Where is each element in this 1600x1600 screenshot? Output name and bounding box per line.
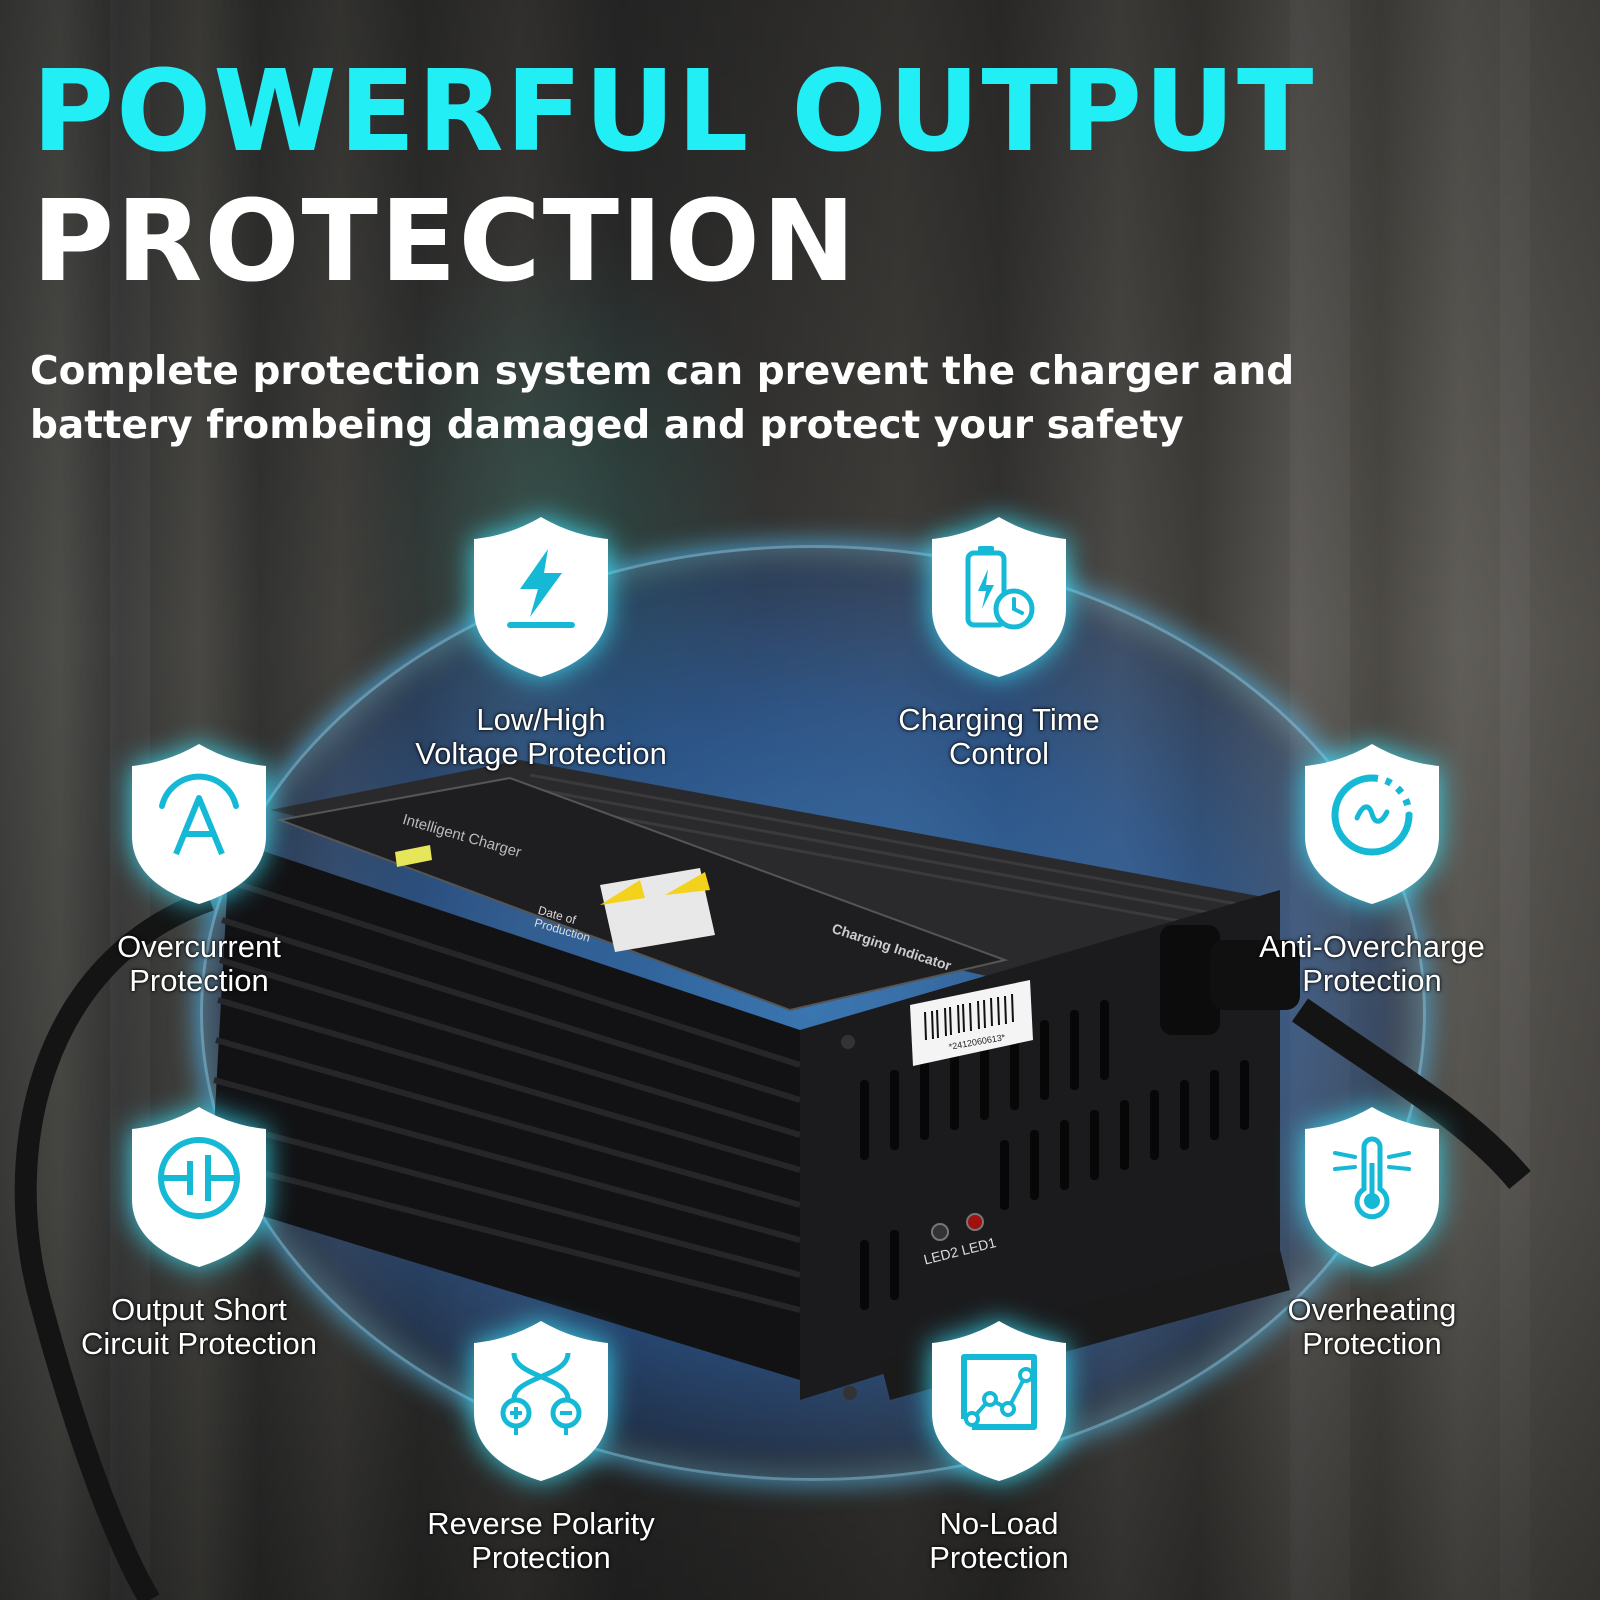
power-cable	[14, 889, 214, 1600]
shield	[1301, 1103, 1443, 1271]
shield	[1301, 740, 1443, 908]
feature-reverse-polarity: Reverse Polarity Protection	[391, 1317, 691, 1575]
cert-sticker	[395, 845, 432, 867]
background-beam	[1500, 0, 1530, 1600]
warning-triangle	[600, 880, 645, 905]
shield	[928, 513, 1070, 681]
feature-overheating: Overheating Protection	[1222, 1103, 1522, 1361]
short-circuit-icon	[158, 1137, 240, 1219]
shield	[470, 1317, 612, 1485]
charger-side	[210, 840, 800, 1380]
feature-output-short-circuit: Output Short Circuit Protection	[49, 1103, 349, 1361]
headline-line2: PROTECTION	[32, 177, 858, 307]
headline-line1: POWERFUL OUTPUT	[32, 47, 1316, 177]
anti-overcharge-icon	[1331, 774, 1413, 856]
feature-label: Low/High Voltage Protection	[415, 702, 667, 771]
protection-glow-ring	[200, 545, 1426, 1481]
vent-slots	[860, 1000, 1249, 1310]
shield	[128, 1103, 270, 1271]
feature-label: Anti-Overcharge Protection	[1259, 929, 1485, 998]
thermometer-icon	[1333, 1136, 1411, 1220]
lightning-icon	[507, 549, 575, 628]
shield	[470, 513, 612, 681]
screw	[843, 1386, 857, 1400]
top-fins	[529, 773, 1271, 936]
subtitle: Complete protection system can prevent t…	[30, 349, 1295, 448]
ampere-icon	[159, 773, 239, 856]
warning-triangle	[665, 872, 710, 895]
feature-low-high-voltage: Low/High Voltage Protection	[391, 513, 691, 771]
feature-anti-overcharge: Anti-Overcharge Protection	[1222, 740, 1522, 998]
shield	[128, 740, 270, 908]
led1	[966, 1213, 984, 1231]
output-cable	[1291, 998, 1531, 1190]
no-load-icon	[961, 1354, 1037, 1430]
feature-overcurrent: Overcurrent Protection	[49, 740, 349, 998]
feature-label: Reverse Polarity Protection	[427, 1506, 655, 1575]
feature-label: Overcurrent Protection	[117, 929, 281, 998]
feature-charging-time-control: Charging Time Control	[849, 513, 1149, 771]
feature-no-load: No-Load Protection	[849, 1317, 1149, 1575]
feature-label: Charging Time Control	[898, 702, 1100, 771]
battery-clock-icon	[965, 546, 1035, 630]
side-fins	[210, 877, 801, 1313]
cable-gland	[1160, 925, 1220, 1035]
shield	[928, 1317, 1070, 1485]
feature-label: Overheating Protection	[1287, 1292, 1457, 1361]
barcode-lines	[924, 993, 1014, 1041]
screw	[841, 1035, 855, 1049]
feature-label: Output Short Circuit Protection	[80, 1292, 318, 1361]
led2	[931, 1223, 949, 1241]
cable-gland	[1210, 940, 1300, 1010]
feature-label: No-Load Protection	[929, 1506, 1069, 1575]
reverse-polarity-icon	[500, 1352, 582, 1435]
